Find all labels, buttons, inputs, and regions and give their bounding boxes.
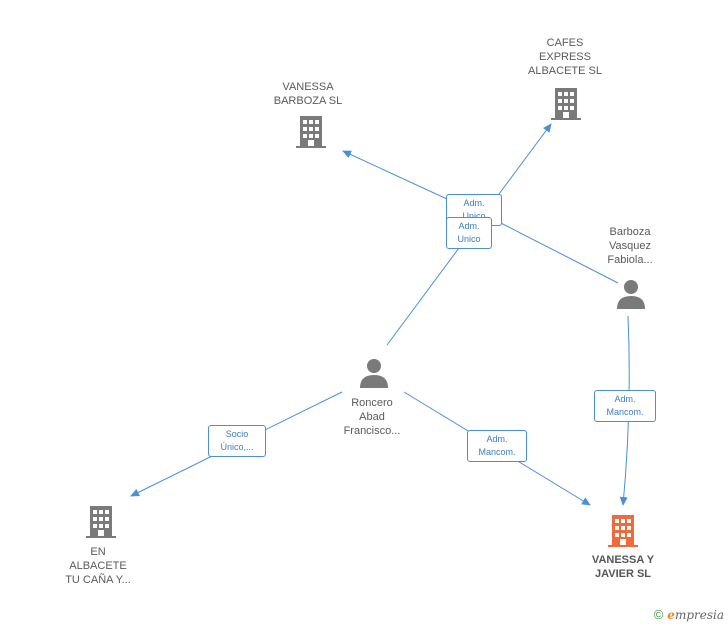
edge-barboza-to-hub — [494, 219, 619, 284]
person-icon — [360, 359, 388, 388]
building-icon — [86, 506, 116, 538]
person-icon — [617, 280, 645, 309]
brand-logo[interactable]: empresia — [667, 607, 724, 622]
node-label-barboza-vasquez[interactable]: Barboza Vasquez Fabiola... — [607, 226, 653, 266]
edge-label-socio-unico[interactable]: Socio Único,... — [208, 425, 266, 457]
edge-roncero-to-vanessa-barboza — [342, 150, 461, 206]
node-label-vanessa-javier[interactable]: VANESSA Y JAVIER SL — [591, 554, 655, 580]
edge-label-adm-mancom-1[interactable]: Adm. Mancom. — [467, 430, 527, 462]
copyright-icon: © — [653, 607, 664, 622]
building-icon — [551, 88, 581, 120]
building-icon-highlight — [608, 515, 638, 547]
node-label-en-albacete[interactable]: EN ALBACETE TU CAÑA Y... — [65, 546, 131, 586]
edge-label-adm-mancom-2[interactable]: Adm. Mancom. — [594, 390, 656, 422]
footer-brand: © empresia — [654, 607, 724, 622]
node-label-vanessa-barboza[interactable]: VANESSA BARBOZA SL — [273, 81, 343, 107]
node-label-roncero-abad[interactable]: Roncero Abad Francisco... — [343, 397, 401, 437]
building-icon — [296, 116, 326, 148]
edge-label-adm-unico-2[interactable]: Adm. Unico — [446, 217, 492, 249]
node-label-cafes-express[interactable]: CAFES EXPRESS ALBACETE SL — [528, 37, 602, 77]
